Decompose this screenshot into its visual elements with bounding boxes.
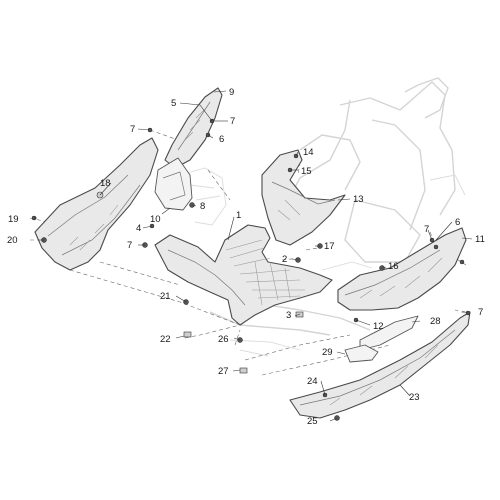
callout-15: 15: [301, 166, 312, 177]
part-right-side-panel: [337, 227, 467, 311]
callout-14: 14: [303, 147, 314, 158]
callout-26: 26: [218, 334, 229, 345]
callout-7e: 7: [127, 240, 132, 251]
callout-10: 10: [150, 214, 161, 225]
callout-16: 16: [388, 261, 399, 272]
callout-7a: 7: [130, 124, 135, 135]
callout-24: 24: [307, 376, 318, 387]
callout-7d: 7: [478, 307, 483, 318]
part-left-side-panel: [34, 137, 159, 271]
callout-6a: 6: [219, 134, 224, 145]
callout-7b: 7: [230, 116, 235, 127]
callout-12: 12: [373, 321, 384, 332]
callout-13: 13: [353, 194, 364, 205]
callout-1: 1: [236, 210, 241, 221]
callout-22: 22: [160, 334, 171, 345]
callout-20: 20: [7, 235, 18, 246]
callout-25: 25: [307, 416, 318, 427]
part-lower-side-sill: [289, 311, 471, 419]
callout-29: 29: [322, 347, 333, 358]
callout-6b: 6: [455, 217, 460, 228]
callout-11: 11: [475, 234, 485, 245]
callout-27: 27: [218, 366, 229, 377]
callout-23: 23: [409, 392, 420, 403]
part-footboard: [154, 224, 333, 326]
callout-17: 17: [324, 241, 335, 252]
callout-18: 18: [100, 178, 111, 189]
part-inner-side-bracket: [154, 157, 193, 211]
callout-4: 4: [136, 223, 141, 234]
callout-3: 3: [286, 310, 291, 321]
callout-2: 2: [282, 254, 287, 265]
callout-9: 9: [229, 87, 234, 98]
leader-lines: [34, 90, 473, 422]
callout-5: 5: [171, 98, 176, 109]
part-lower-bracket: [344, 344, 379, 363]
callout-8: 8: [200, 201, 205, 212]
callout-labels: 1 2 3 4 5 6 6 7 7 7 7 7 8 9 10 11 12 13 …: [7, 87, 485, 427]
callout-7c: 7: [424, 224, 429, 235]
callout-21: 21: [160, 291, 171, 302]
part-small-trim: [359, 315, 419, 351]
callout-19: 19: [8, 214, 19, 225]
callout-28: 28: [430, 316, 441, 327]
part-leg-shield-inner-cover: [261, 149, 346, 246]
